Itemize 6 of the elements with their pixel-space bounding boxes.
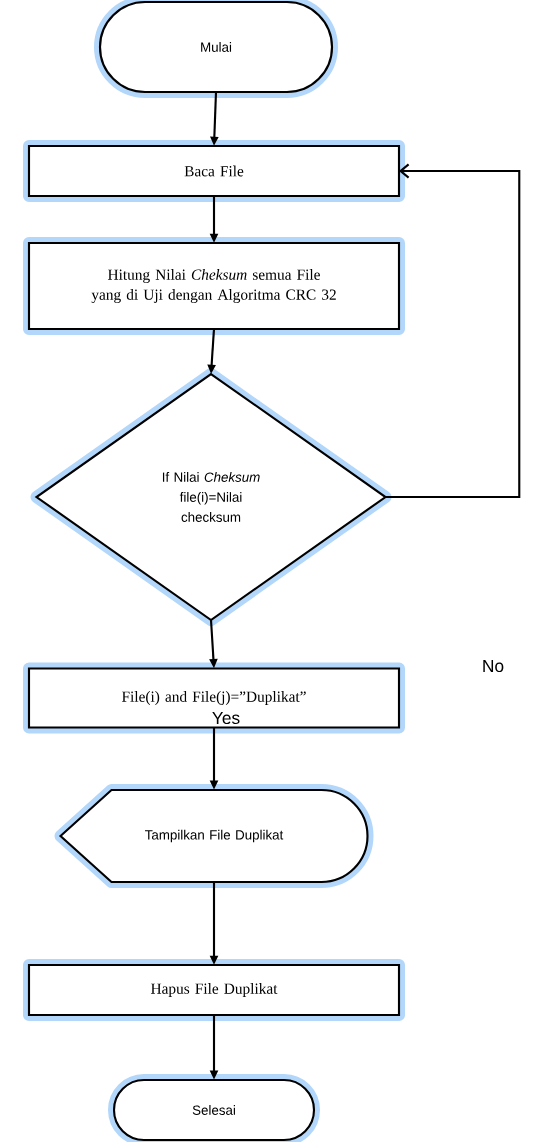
process-box: Hitung Nilai Cheksum semua File yang di Uji dengan Algoritma CRC 32 bbox=[23, 237, 405, 335]
branch-label: Yes bbox=[212, 711, 240, 725]
branch-label: No bbox=[483, 659, 504, 673]
process-box: Hapus File Duplikat bbox=[23, 959, 405, 1021]
arrow bbox=[385, 163, 521, 499]
process-box: Baca File bbox=[23, 140, 405, 202]
